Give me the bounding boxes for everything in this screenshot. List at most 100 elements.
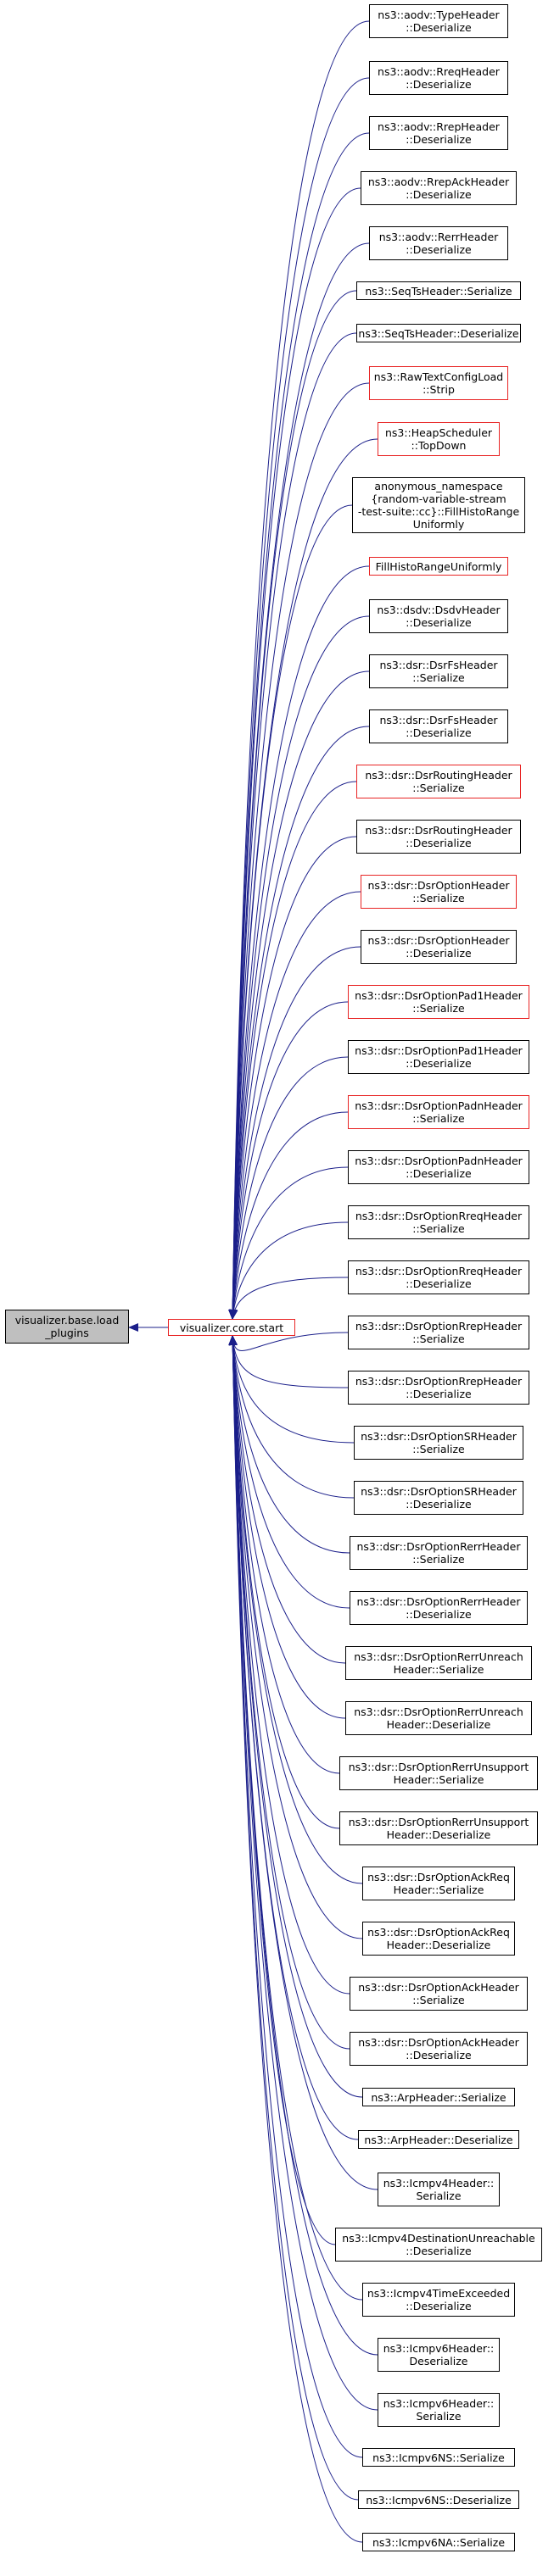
caller-function-label: ::Deserialize xyxy=(406,78,472,91)
caller-function-node[interactable]: ns3::dsr::DsrOptionPad1Header::Deseriali… xyxy=(348,1040,529,1074)
caller-function-node[interactable]: ns3::dsr::DsrOptionHeader::Serialize xyxy=(361,875,517,909)
caller-function-label: ns3::Icmpv6NA::Serialize xyxy=(372,2535,506,2549)
caller-function-node[interactable]: ns3::dsr::DsrOptionRerrHeader::Serialize xyxy=(350,1536,528,1570)
caller-function-node[interactable]: ns3::dsdv::DsdvHeader::Deserialize xyxy=(369,599,508,633)
caller-function-node[interactable]: ns3::Icmpv6Header::Serialize xyxy=(378,2393,500,2427)
caller-function-node[interactable]: ns3::dsr::DsrFsHeader::Deserialize xyxy=(369,709,508,743)
caller-function-label: ns3::dsr::DsrOptionRerrUnreach xyxy=(354,1650,523,1663)
caller-function-node[interactable]: ns3::SeqTsHeader::Serialize xyxy=(356,281,521,300)
caller-function-node[interactable]: ns3::dsr::DsrOptionRreqHeader::Deseriali… xyxy=(348,1260,529,1294)
call-edge xyxy=(228,1335,355,1499)
caller-function-label: ns3::dsr::DsrOptionAckHeader xyxy=(358,2036,519,2049)
caller-function-label: ns3::dsr::DsrOptionRreqHeader xyxy=(355,1210,523,1222)
caller-function-label: ns3::dsr::DsrOptionRerrUnreach xyxy=(354,1705,523,1718)
caller-function-node[interactable]: ns3::dsr::DsrOptionRerrHeader::Deseriali… xyxy=(350,1591,528,1625)
caller-function-label: ns3::dsr::DsrOptionAckReq xyxy=(367,1926,510,1939)
caller-function-label: ::Deserialize xyxy=(406,947,472,960)
caller-function-node[interactable]: FillHistoRangeUniformly xyxy=(369,557,508,576)
caller-function-label: Header::Deserialize xyxy=(386,1939,491,1951)
caller-function-label: -test-suite::cc}::FillHistoRange xyxy=(357,505,520,518)
caller-function-label: ns3::Icmpv6NS::Serialize xyxy=(372,2451,505,2464)
caller-function-node[interactable]: ns3::ArpHeader::Serialize xyxy=(362,2088,515,2106)
caller-function-node[interactable]: ns3::Icmpv4DestinationUnreachable::Deser… xyxy=(335,2228,542,2262)
caller-function-node[interactable]: ns3::ArpHeader::Deserialize xyxy=(358,2130,519,2149)
caller-function-node[interactable]: ns3::aodv::RrepAckHeader::Deserialize xyxy=(361,171,517,205)
caller-function-label: ::Serialize xyxy=(412,1994,465,2006)
call-edge xyxy=(229,1332,349,1351)
caller-function-node[interactable]: ns3::RawTextConfigLoad::Strip xyxy=(369,366,508,400)
caller-function-label: ns3::dsr::DsrOptionHeader xyxy=(367,879,510,892)
caller-function-label: ns3::dsr::DsrRoutingHeader xyxy=(365,824,512,837)
call-edge xyxy=(229,1221,349,1320)
caller-function-label: ::Serialize xyxy=(412,782,465,794)
caller-function-label: ::Deserialize xyxy=(406,133,472,146)
caller-function-label: ::Serialize xyxy=(412,1443,465,1455)
caller-function-label: ns3::dsr::DsrOptionRreqHeader xyxy=(355,1265,523,1277)
caller-function-label: ns3::dsr::DsrOptionAckHeader xyxy=(358,1981,519,1994)
caller-function-label: ns3::dsr::DsrOptionSRHeader xyxy=(361,1485,517,1498)
caller-function-node[interactable]: ns3::dsr::DsrOptionSRHeader::Deserialize xyxy=(354,1481,523,1515)
caller-function-node[interactable]: ns3::dsr::DsrOptionSRHeader::Serialize xyxy=(354,1426,523,1460)
center-function-node[interactable]: visualizer.core.start xyxy=(168,1319,295,1336)
caller-function-label: ns3::dsr::DsrOptionPadnHeader xyxy=(355,1154,523,1167)
caller-function-node[interactable]: ns3::dsr::DsrOptionRrepHeader::Serialize xyxy=(348,1316,529,1349)
caller-function-node[interactable]: ns3::HeapScheduler::TopDown xyxy=(378,422,500,456)
caller-function-label: ns3::dsr::DsrOptionRerrUnsupport xyxy=(348,1761,529,1773)
caller-function-label: Deserialize xyxy=(409,2355,468,2367)
caller-function-label: ns3::Icmpv6Header:: xyxy=(383,2397,495,2410)
call-edge xyxy=(228,1001,349,1320)
caller-function-node[interactable]: ns3::dsr::DsrRoutingHeader::Serialize xyxy=(356,765,521,798)
caller-function-label: Header::Deserialize xyxy=(386,1718,491,1731)
caller-function-label: ns3::Icmpv4DestinationUnreachable xyxy=(342,2232,535,2245)
caller-function-label: ns3::dsr::DsrOptionPadnHeader xyxy=(355,1099,523,1112)
caller-function-node[interactable]: ns3::Icmpv4TimeExceeded::Deserialize xyxy=(362,2283,515,2317)
caller-function-label: ns3::Icmpv6Header:: xyxy=(383,2342,495,2355)
caller-function-node[interactable]: ns3::aodv::RerrHeader::Deserialize xyxy=(369,226,508,260)
caller-function-node[interactable]: ns3::dsr::DsrOptionAckHeader::Serialize xyxy=(350,1977,528,2011)
caller-function-label: ns3::SeqTsHeader::Serialize xyxy=(365,284,512,298)
caller-function-node[interactable]: ns3::Icmpv6NA::Serialize xyxy=(362,2533,515,2551)
caller-function-node[interactable]: ns3::Icmpv6Header::Deserialize xyxy=(378,2338,500,2372)
caller-function-label: ns3::dsr::DsrOptionPad1Header xyxy=(355,989,523,1002)
caller-function-label: ns3::dsr::DsrFsHeader xyxy=(379,714,498,726)
caller-function-node[interactable]: ns3::dsr::DsrOptionRrepHeader::Deseriali… xyxy=(348,1371,529,1405)
root-function-label-2: _plugins xyxy=(45,1327,89,1339)
caller-function-label: ns3::dsr::DsrRoutingHeader xyxy=(365,769,512,782)
caller-function-node[interactable]: ns3::dsr::DsrRoutingHeader::Deserialize xyxy=(356,820,521,854)
caller-function-label: ns3::RawTextConfigLoad xyxy=(373,370,504,383)
root-function-node[interactable]: visualizer.base.load _plugins xyxy=(5,1310,129,1344)
caller-function-label: ::Deserialize xyxy=(406,1498,472,1511)
caller-function-node[interactable]: ns3::aodv::TypeHeader::Deserialize xyxy=(369,4,508,38)
caller-function-node[interactable]: ns3::dsr::DsrOptionRreqHeader::Serialize xyxy=(348,1205,529,1239)
caller-function-label: ns3::HeapScheduler xyxy=(384,426,493,439)
caller-function-label: anonymous_namespace xyxy=(374,480,503,492)
caller-function-node[interactable]: ns3::Icmpv6NS::Deserialize xyxy=(358,2490,519,2509)
caller-function-node[interactable]: ns3::SeqTsHeader::Deserialize xyxy=(356,324,521,342)
caller-function-node[interactable]: ns3::dsr::DsrFsHeader::Serialize xyxy=(369,654,508,688)
caller-function-node[interactable]: ns3::dsr::DsrOptionPadnHeader::Serialize xyxy=(348,1095,529,1129)
caller-function-label: Serialize xyxy=(416,2410,462,2423)
caller-function-node[interactable]: ns3::dsr::DsrOptionHeader::Deserialize xyxy=(361,930,517,964)
caller-function-node[interactable]: anonymous_namespace{random-variable-stre… xyxy=(352,477,525,533)
caller-function-node[interactable]: ns3::Icmpv4Header::Serialize xyxy=(378,2173,500,2206)
caller-function-node[interactable]: ns3::aodv::RreqHeader::Deserialize xyxy=(369,61,508,95)
caller-function-label: ns3::dsr::DsrOptionRerrHeader xyxy=(356,1595,521,1608)
caller-function-node[interactable]: ns3::dsr::DsrOptionAckHeader::Deserializ… xyxy=(350,2032,528,2066)
caller-function-node[interactable]: ns3::dsr::DsrOptionPadnHeader::Deseriali… xyxy=(348,1150,529,1184)
caller-function-label: ::Deserialize xyxy=(406,243,472,256)
caller-function-node[interactable]: ns3::aodv::RrepHeader::Deserialize xyxy=(369,116,508,150)
caller-function-node[interactable]: ns3::Icmpv6NS::Serialize xyxy=(362,2448,515,2467)
call-edge xyxy=(228,1335,349,1388)
caller-function-label: Header::Serialize xyxy=(393,1883,484,1896)
root-function-label-1: visualizer.base.load xyxy=(14,1314,120,1327)
caller-function-node[interactable]: ns3::dsr::DsrOptionPad1Header::Serialize xyxy=(348,985,529,1019)
caller-function-label: ::Deserialize xyxy=(406,1277,472,1290)
